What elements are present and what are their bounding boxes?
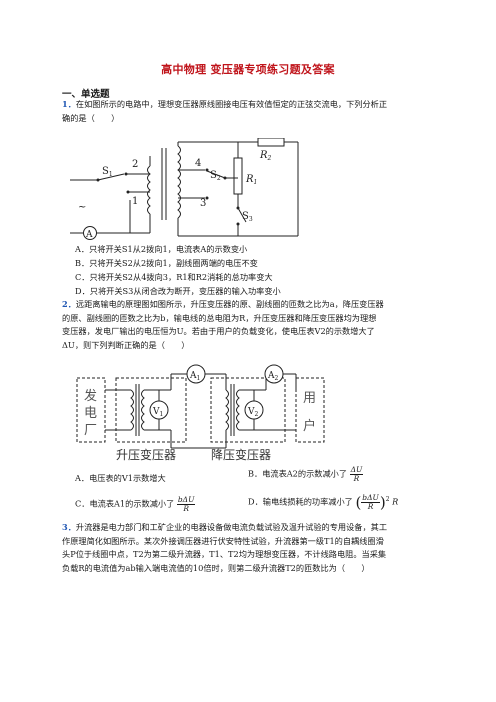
q2-option-d-r: R [392, 496, 399, 507]
label-r2: R2 [259, 150, 272, 162]
meter-v1-label: V1 [152, 407, 163, 418]
q1-option-b[interactable]: B．只将开关S2从2拨向1，副线圈两端的电压不变 [75, 258, 258, 268]
q1-stem: 1．在如图所示的电路中，理想变压器原线圈接电压有效值恒定的正弦交流电，下列分析正… [62, 98, 434, 125]
q1-option-a[interactable]: A．只将开关S1从2拨向1，电流表A的示数变小 [75, 244, 248, 254]
q1-option-c[interactable]: C．只将开关S2从4拨向3，R1和R2消耗的总功率变大 [75, 272, 273, 282]
user-char-1: 用 [303, 391, 316, 406]
q3-stem: 3．升流器是电力部门和工矿企业的电器设备做电流负载试验及温升试验的专用设备，其工… [62, 521, 442, 575]
q3-number: 3． [62, 522, 76, 532]
label-1: 1 [132, 196, 138, 207]
section-heading: 一、单选题 [62, 89, 110, 100]
label-ac-source: ~ [78, 202, 86, 213]
q2-number: 2． [62, 299, 76, 309]
ammeter-a-label: A [85, 230, 93, 240]
page-title: 高中物理 变压器专项练习题及答案 [161, 63, 335, 76]
caption-step-down: 降压变压器 [211, 447, 271, 462]
label-2: 2 [132, 159, 138, 170]
plant-char-1: 发 [84, 388, 97, 404]
q2-transmission-diagram: 发 电 厂 用 户 A1 A2 V1 V2 升压变压器 降压变压器 [76, 364, 325, 462]
label-3: 3 [200, 198, 206, 209]
q2-option-c-text: C．电流表A1的示数减小了 [75, 498, 175, 509]
q3-line3: 头P位于线圈中点，T2为第二级升流器，T1、T2均为理想变压器，不计线路电阻。当… [62, 549, 387, 559]
label-s1: S1 [102, 166, 113, 178]
label-r1: R1 [245, 174, 257, 186]
q1-stem-line2: 确的是（ ） [62, 112, 120, 123]
q2-stem-line2: 的原、副线圈的匝数之比为b，输电线的总电阻为R，升压变压器和降压变压器均为理想 [62, 312, 377, 323]
q1-stem-line1: 在如图所示的电路中，理想变压器原线圈接电压有效值恒定的正弦交流电，下列分析正 [75, 99, 388, 109]
plant-char-3: 厂 [84, 423, 97, 438]
q1-number: 1． [62, 99, 76, 109]
q3-line4: 负载R的电流值为ab输入端电流值的10倍时，则第二级升流器T2的匝数比为（ ） [62, 562, 370, 573]
user-char-2: 户 [303, 418, 316, 434]
q2-stem: 2．远距离输电的原理图如图所示，升压变压器的原、副线圈的匝数之比为a，降压变压器… [62, 298, 434, 352]
label-4: 4 [195, 158, 201, 169]
label-s2: S2 [210, 170, 221, 182]
q1-option-d[interactable]: D．只将开关S3从闭合改为断开，变压器的输入功率变小 [75, 286, 281, 296]
label-s3: S3 [242, 211, 253, 223]
q2-stem-line4: ΔU，则下列判断正确的是（ ） [62, 339, 190, 350]
q2-option-b-text: B．电流表A2的示数减小了 [248, 468, 348, 479]
q2-option-d-text: D．输电线损耗的功率减小了 [248, 496, 353, 507]
meter-v2-label: V2 [247, 407, 259, 418]
caption-step-up: 升压变压器 [116, 447, 176, 462]
meter-a1-label: A1 [189, 371, 200, 382]
q3-line2: 作原理简化如图所示。某次外接调压器进行伏安特性试验，升流器第一级T1的自耦线圈滑 [62, 535, 384, 546]
q3-line1: 升流器是电力部门和工矿企业的电器设备做电流负载试验及温升试验的专用设备，其工 [75, 522, 388, 532]
meter-a2-label: A2 [267, 371, 279, 382]
q1-circuit-diagram: S1 2 1 ~ A 4 S2 3 R2 R1 S3 [70, 138, 299, 240]
q2-stem-line3: 变压器，发电厂输出的电压恒为U。若由于用户的负载变化，使电压表V2的示数增大了 [62, 326, 375, 336]
plant-char-2: 电 [84, 406, 97, 421]
q2-option-a[interactable]: A．电压表的V1示数增大 [75, 473, 166, 483]
q2-stem-line1: 远距离输电的原理图如图所示，升压变压器的原、副线圈的匝数之比为a，降压变压器 [75, 299, 384, 309]
